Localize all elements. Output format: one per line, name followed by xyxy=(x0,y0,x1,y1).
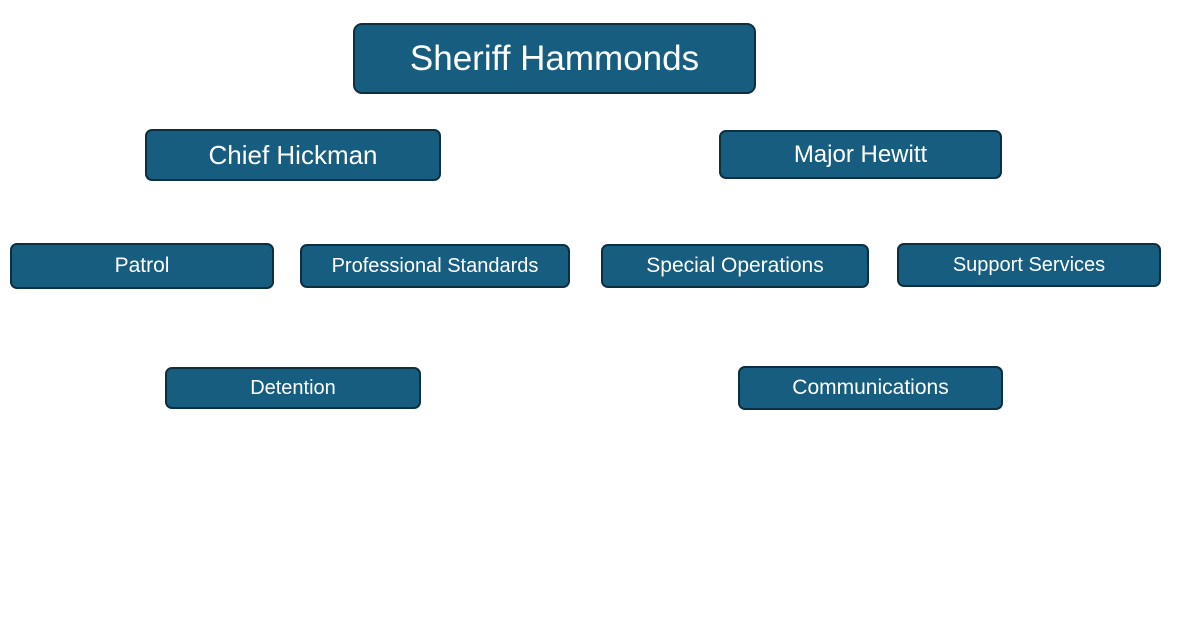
node-special-operations: Special Operations xyxy=(601,244,869,288)
node-label: Major Hewitt xyxy=(793,140,928,168)
node-sheriff-hammonds: Sheriff Hammonds xyxy=(353,23,756,94)
node-detention: Detention xyxy=(165,367,421,409)
node-label: Detention xyxy=(250,376,336,399)
node-label: Communications xyxy=(792,376,949,399)
node-support-services: Support Services xyxy=(897,243,1161,287)
node-label: Support Services xyxy=(952,253,1106,276)
node-label: Special Operations xyxy=(646,254,824,277)
node-label: Patrol xyxy=(114,254,170,277)
node-major-hewitt: Major Hewitt xyxy=(719,130,1002,179)
node-label: Chief Hickman xyxy=(208,139,378,170)
node-chief-hickman: Chief Hickman xyxy=(145,129,441,181)
node-communications: Communications xyxy=(738,366,1003,410)
node-label: Sheriff Hammonds xyxy=(409,38,700,78)
node-professional-standards: Professional Standards xyxy=(300,244,570,288)
node-patrol: Patrol xyxy=(10,243,274,289)
node-label: Professional Standards xyxy=(331,254,539,277)
